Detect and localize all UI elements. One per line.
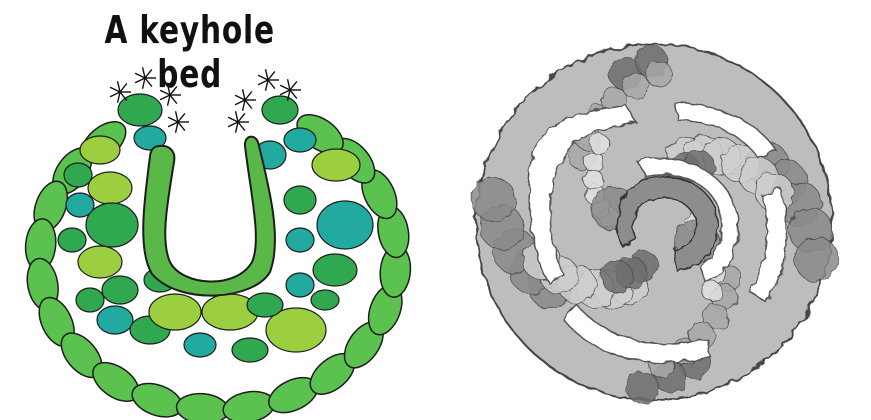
bed-plant xyxy=(284,128,316,152)
bed-plant xyxy=(262,96,298,124)
plant-tuft xyxy=(160,84,181,105)
bed-plant xyxy=(311,290,339,310)
bed-plant xyxy=(232,338,268,362)
bed-plant xyxy=(76,288,104,312)
plant-tuft xyxy=(135,67,156,88)
keyhole-bed-sketch xyxy=(436,0,871,420)
bed-plant xyxy=(102,276,138,304)
bed-plant xyxy=(317,201,373,249)
foliage-clump xyxy=(626,372,658,404)
foliage-clump xyxy=(702,281,722,301)
foliage-clump xyxy=(590,134,610,154)
sketch-diagram-panel xyxy=(436,0,871,420)
foliage-clump xyxy=(472,177,516,221)
keyhole-bed-illustration xyxy=(0,0,436,420)
bed-plant xyxy=(313,254,357,286)
bed-plant xyxy=(78,246,122,278)
bed-plant xyxy=(64,163,92,187)
plant-tuft xyxy=(235,89,256,110)
foliage-clump xyxy=(646,61,672,87)
bed-plant xyxy=(286,273,314,297)
bed-plant xyxy=(80,136,120,164)
bed-plant xyxy=(286,228,314,252)
plant-tuft xyxy=(258,69,279,90)
foliage-clump xyxy=(622,72,648,98)
bed-plant xyxy=(88,172,132,204)
ring-plant xyxy=(175,392,229,420)
bed-plant xyxy=(86,203,138,247)
foliage-clump xyxy=(795,238,839,282)
plant-tuft xyxy=(228,111,249,132)
plant-tuft xyxy=(168,111,189,132)
bed-plant xyxy=(247,293,283,317)
foliage-clump xyxy=(601,261,633,293)
foliage-clump xyxy=(584,152,604,172)
bed-plant xyxy=(97,306,133,334)
bed-plant xyxy=(284,186,316,214)
bed-plant xyxy=(312,149,360,181)
keyhole-diagram-panel: A keyhole bed xyxy=(0,0,436,420)
bed-plant xyxy=(58,228,86,252)
keyhole-access-path xyxy=(143,137,275,296)
bed-plant xyxy=(184,333,216,357)
bed-plant xyxy=(149,294,201,330)
